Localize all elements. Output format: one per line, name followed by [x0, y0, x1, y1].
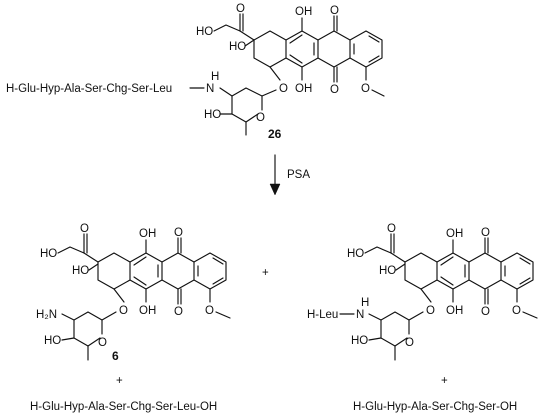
atom-oh-top: OH	[295, 6, 312, 18]
atom-ho-sugar-right: HO	[351, 335, 368, 347]
atom-oh-top-left: OH	[139, 228, 156, 240]
atom-ho-ring-right: HO	[379, 265, 396, 277]
atom-n: N	[206, 83, 214, 95]
right-product-structure: HO O HO OH OH O O O O O	[307, 223, 538, 413]
atom-o-top: O	[330, 5, 339, 17]
atom-o-glycosidic: O	[279, 83, 288, 95]
atom-n-right: N	[356, 309, 364, 321]
atom-oh-bottom: OH	[295, 83, 312, 95]
reaction-arrow: PSA	[269, 154, 310, 196]
compound-number-26: 26	[268, 127, 282, 141]
atom-o-methoxy: O	[361, 83, 370, 95]
arrow-head	[269, 183, 281, 196]
ring-d	[349, 30, 383, 68]
atom-o-methoxy-right: O	[512, 305, 521, 317]
atom-o-sugar: O	[256, 112, 265, 124]
arrow-label-psa: PSA	[287, 169, 310, 181]
atom-o-sugar-right: O	[405, 337, 414, 349]
atom-ho-ring: HO	[229, 41, 246, 53]
bond-side-to-ring	[239, 30, 255, 41]
plus-below-right: +	[441, 375, 448, 387]
ring-c	[317, 30, 351, 68]
atom-h-right: H	[361, 297, 369, 309]
atom-o-ketone: O	[236, 3, 245, 15]
byproduct-right: H-Glu-Hyp-Ala-Ser-Chg-Ser-OH	[353, 401, 517, 413]
atom-o-glycosidic-right: O	[426, 305, 435, 317]
bond-side-chain	[213, 24, 241, 32]
atom-o-ketone-right: O	[387, 223, 396, 235]
atom-o-bottom-right: O	[481, 306, 490, 318]
atom-o-glycosidic-left: O	[119, 305, 128, 317]
amine-prefix-leu: H-Leu	[307, 309, 338, 321]
atom-o-bottom: O	[330, 84, 339, 96]
bond-glycosidic	[269, 66, 281, 81]
atom-oh-bottom-right: OH	[446, 305, 463, 317]
plus-between-products: +	[262, 267, 269, 279]
compound-6-structure: HO O HO OH OH O O O O O	[30, 223, 231, 413]
ring-a	[253, 30, 287, 68]
ring-sugar	[231, 87, 277, 123]
compound-number-6: 6	[112, 349, 119, 363]
atom-oh-top-right: OH	[446, 228, 463, 240]
compound-26-structure: HO O HO OH OH O O O	[6, 3, 385, 141]
atom-o-bottom-left: O	[174, 306, 183, 318]
atom-ho-side-left: HO	[40, 248, 57, 260]
atom-o-methoxy-left: O	[205, 305, 214, 317]
atom-ho-ring-left: HO	[72, 265, 89, 277]
bond-nh	[219, 87, 233, 97]
amine-h2n: H₂N	[36, 309, 57, 321]
atom-o-top-left: O	[174, 227, 183, 239]
peptide-label-top: H-Glu-Hyp-Ala-Ser-Chg-Ser-Leu	[6, 83, 172, 95]
plus-below-left: +	[116, 375, 123, 387]
atom-o-sugar-left: O	[98, 337, 107, 349]
atom-ho-side: HO	[196, 26, 213, 38]
atom-oh-bottom-left: OH	[139, 305, 156, 317]
atom-o-top-right: O	[481, 227, 490, 239]
atom-ho-sugar-left: HO	[44, 335, 61, 347]
atom-ho-side-right: HO	[347, 248, 364, 260]
atom-h: H	[211, 71, 219, 83]
atom-o-ketone-left: O	[80, 223, 89, 235]
atom-ho-sugar: HO	[204, 109, 221, 121]
byproduct-left: H-Glu-Hyp-Ala-Ser-Chg-Ser-Leu-OH	[30, 401, 217, 413]
bond-ho-ring	[244, 39, 255, 47]
ring-b	[285, 30, 319, 68]
